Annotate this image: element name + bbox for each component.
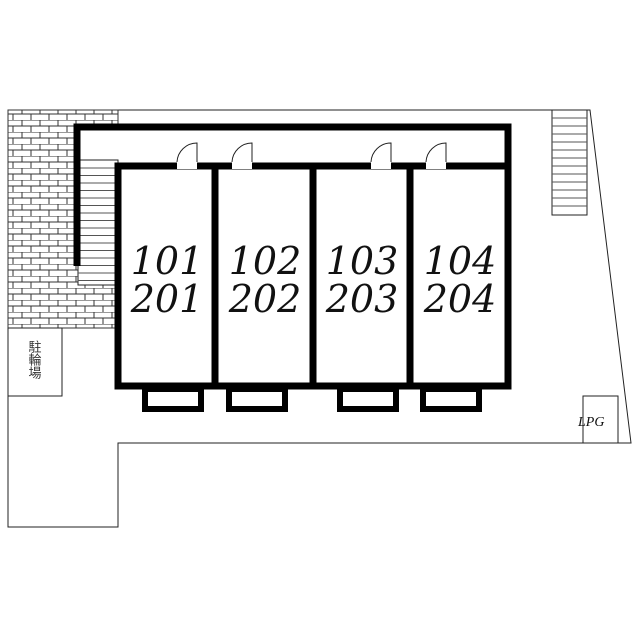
unit-number-ground: 103 xyxy=(326,239,399,283)
entrance-door xyxy=(176,142,198,169)
balcony xyxy=(142,386,204,412)
balcony xyxy=(226,386,288,412)
unit-number-upper: 202 xyxy=(228,277,302,321)
entrance-door xyxy=(231,142,253,169)
party-walls xyxy=(211,166,414,386)
unit-number-ground: 101 xyxy=(131,239,204,283)
lpg-label: LPG xyxy=(577,415,604,430)
right-staircase xyxy=(551,109,588,216)
bicycle-parking-label: 駐輪場 xyxy=(26,340,42,379)
unit-number-upper: 204 xyxy=(423,277,497,321)
left-staircase xyxy=(77,159,119,286)
entrance-door xyxy=(370,142,392,169)
bicycle-parking: 駐輪場 xyxy=(7,327,63,397)
balcony xyxy=(420,386,482,412)
unit-number-ground: 102 xyxy=(229,239,302,283)
unit-number-upper: 203 xyxy=(325,277,399,321)
unit-number-upper: 201 xyxy=(130,277,204,321)
balconies xyxy=(142,386,482,412)
unit-number-ground: 104 xyxy=(424,239,497,283)
lpg-storage: LPG xyxy=(577,395,619,444)
corridor-wall xyxy=(73,123,512,266)
balcony xyxy=(337,386,399,412)
entrance-door xyxy=(425,142,447,169)
